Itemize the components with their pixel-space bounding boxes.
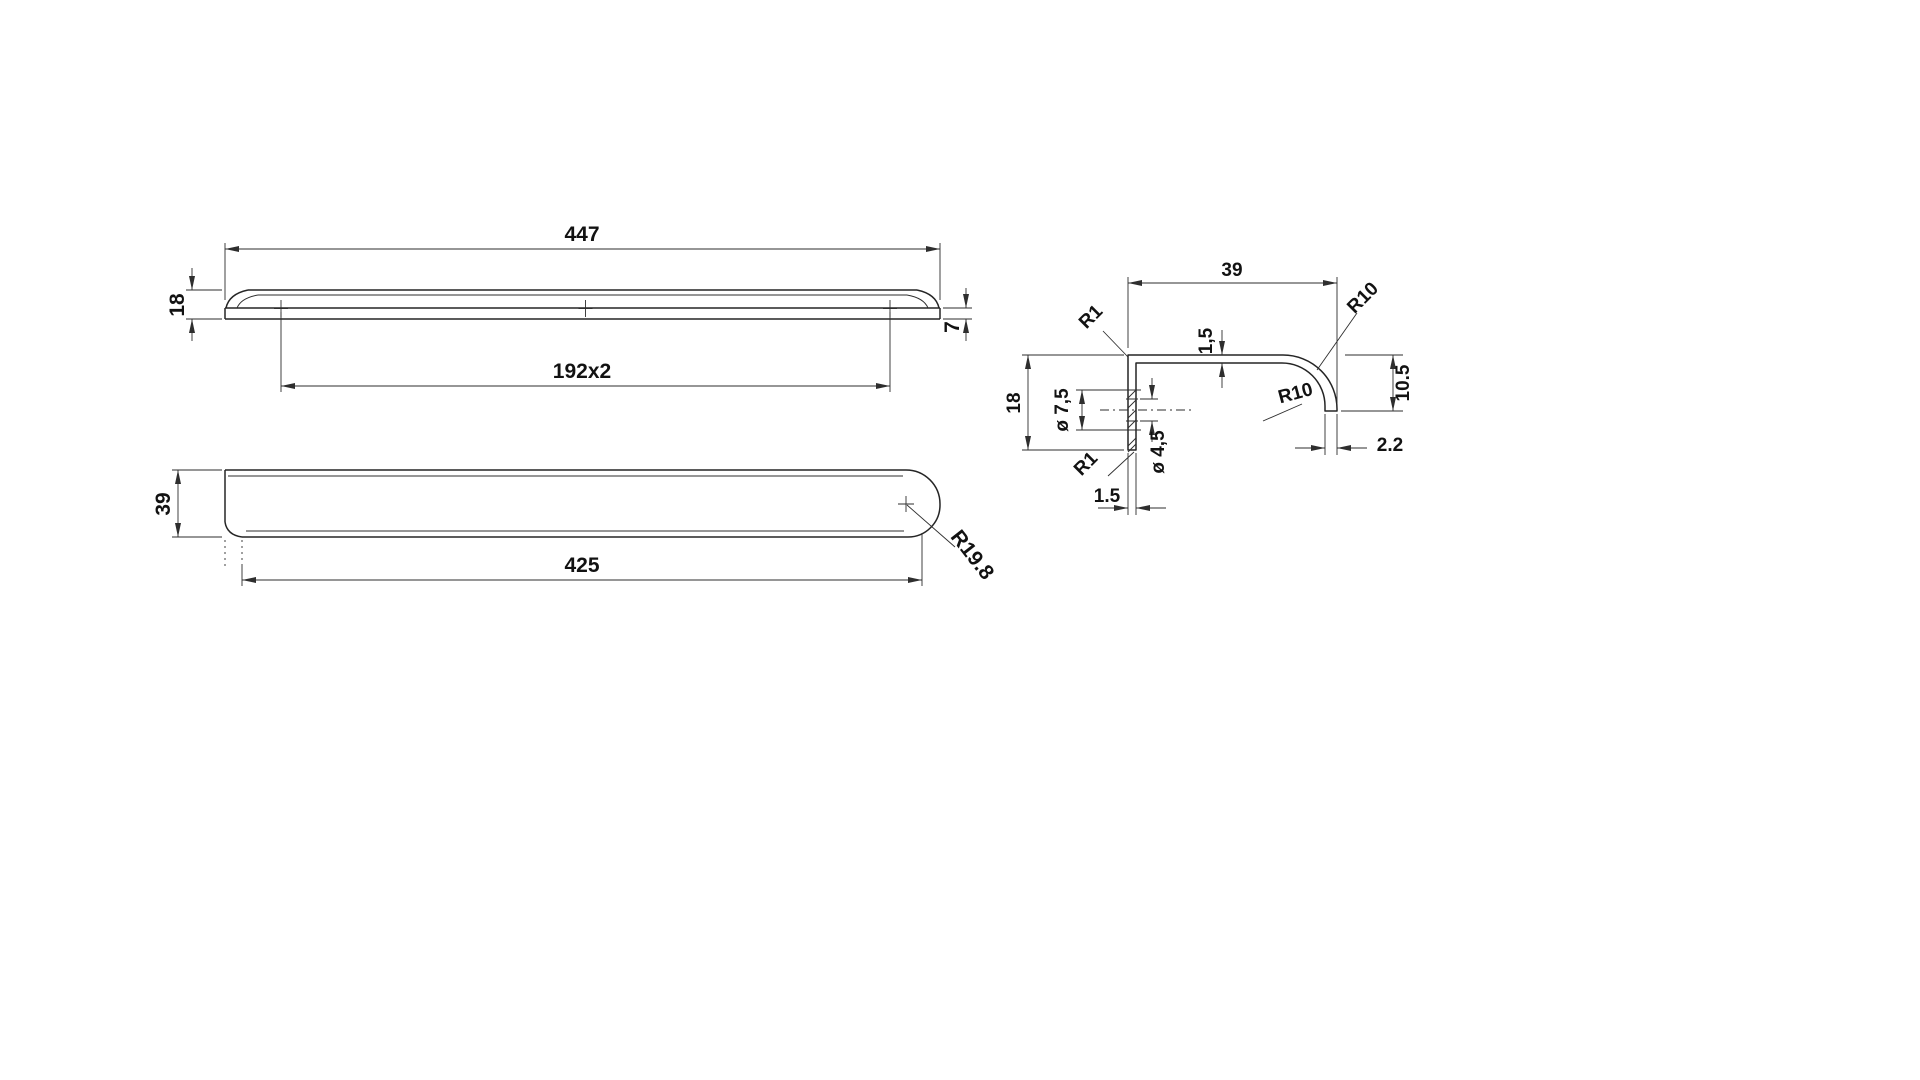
dim-front-total-length: 447 — [564, 223, 599, 246]
front-view-geometry — [224, 289, 941, 320]
dim-front-hole-spacing: 192x2 — [553, 360, 611, 383]
section-view-geometry — [1100, 354, 1338, 453]
dim-front-lip-height: 7 — [941, 321, 964, 333]
top-view-dimensions — [172, 469, 923, 586]
dim-top-flat-length: 425 — [564, 554, 599, 577]
section-view-labels: 39 R10 R1 1,5 18 ø 7,5 R10 10.5 ø 4,5 R1… — [1004, 260, 1414, 507]
dim-section-hole-dia: ø 4,5 — [1148, 430, 1169, 474]
hole-center-mark — [578, 300, 593, 317]
dim-section-arm-thickness: 1,5 — [1196, 327, 1217, 354]
radius-leader — [906, 504, 956, 548]
dim-top-depth: 39 — [152, 492, 175, 515]
dim-front-height: 18 — [166, 293, 189, 317]
dim-section-width: 39 — [1221, 260, 1242, 281]
front-view-dimensions — [186, 243, 972, 392]
dim-section-top-fillet: R1 — [1075, 301, 1107, 333]
dim-section-plate-thickness: 1.5 — [1094, 486, 1121, 507]
section-hatching — [1127, 389, 1137, 453]
dim-section-lip-thickness: 2.2 — [1377, 435, 1403, 456]
dim-top-end-radius: R19.8 — [946, 526, 999, 585]
front-view-labels: 447 18 7 192x2 — [166, 223, 964, 383]
top-view-labels: 39 425 R19.8 — [152, 492, 999, 584]
dim-section-height: 18 — [1004, 392, 1025, 413]
dim-section-bottom-fillet: R1 — [1070, 448, 1102, 480]
arc-center-mark — [898, 496, 914, 512]
dim-section-counterbore-dia: ø 7,5 — [1052, 388, 1073, 432]
dim-section-lip-depth: 10.5 — [1393, 364, 1414, 401]
dim-section-inner-radius: R10 — [1276, 379, 1315, 408]
top-view-geometry — [224, 469, 956, 566]
dim-section-outer-radius: R10 — [1343, 278, 1382, 317]
section-view-dimensions — [1022, 277, 1403, 515]
